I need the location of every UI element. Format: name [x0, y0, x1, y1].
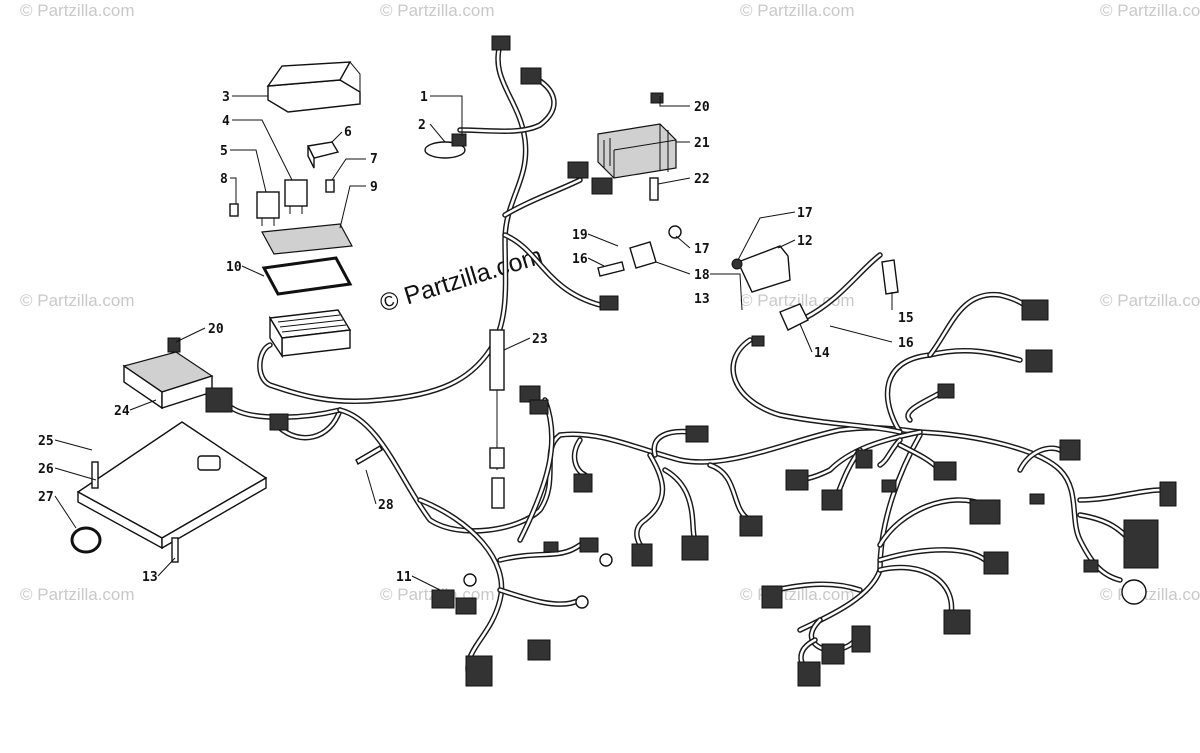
terminal-rings [463, 537, 613, 609]
mounting-tray-part-26 [76, 421, 268, 550]
callout-13-right: 13 [694, 292, 710, 307]
callout-26: 26 [38, 462, 54, 477]
callout-25: 25 [38, 434, 54, 449]
fuse-part-7 [325, 179, 335, 193]
callout-12: 12 [797, 234, 813, 249]
callout-5: 5 [220, 144, 228, 159]
watermark-text: © Partzilla.com [1100, 585, 1200, 604]
watermark-text: © Partzilla.com [20, 585, 135, 604]
harness-connectors [269, 299, 1177, 687]
callout-20-left: 20 [208, 322, 224, 337]
callout-24: 24 [114, 404, 130, 419]
watermark-text: © Partzilla.com [1100, 291, 1200, 310]
callout-8: 8 [220, 172, 228, 187]
connector-part-right-of-harness [599, 295, 619, 311]
bracket-part-18 [597, 225, 682, 277]
connector-top-2 [520, 67, 542, 85]
callout-11: 11 [396, 570, 412, 585]
callout-2: 2 [418, 118, 426, 133]
voltage-regulator [567, 123, 677, 195]
bracket-part-12 [731, 245, 791, 293]
callout-15: 15 [898, 311, 914, 326]
cable-tie-part-28 [355, 445, 383, 465]
nut-part-20-top [650, 92, 664, 104]
screw-part-25 [91, 461, 99, 489]
fuse-block-base [268, 309, 352, 359]
bolt-part-13-left [171, 537, 179, 563]
fuse-part-8 [229, 203, 239, 217]
callout-7: 7 [370, 152, 378, 167]
callout-3: 3 [222, 90, 230, 105]
callout-28: 28 [378, 498, 394, 513]
callout-19: 19 [572, 228, 588, 243]
callout-13-left: 13 [142, 570, 158, 585]
switch-part-14 [751, 303, 809, 347]
callout-21: 21 [694, 136, 710, 151]
connector-part-2 [424, 133, 467, 159]
callout-22: 22 [694, 172, 710, 187]
screw-part-22 [649, 177, 659, 201]
watermark-text: © Partzilla.com [740, 1, 855, 20]
callout-27: 27 [38, 490, 54, 505]
callout-4: 4 [222, 114, 230, 129]
clamp-part-27 [70, 526, 102, 554]
relay-part-6 [306, 141, 340, 169]
callout-14: 14 [814, 346, 830, 361]
watermark-text: © Partzilla.com [1100, 1, 1200, 20]
callout-1: 1 [420, 90, 428, 105]
connector-part-11 [431, 589, 551, 687]
callout-9: 9 [370, 180, 378, 195]
watermark-text: © Partzilla.com [20, 291, 135, 310]
fuse-box-cover [266, 61, 361, 113]
callout-17-upper: 17 [797, 206, 813, 221]
callout-10: 10 [226, 260, 242, 275]
fuse-label-sheet [261, 223, 353, 255]
watermark-main: © Partzilla.com [377, 242, 546, 318]
watermark-text: © Partzilla.com [380, 1, 495, 20]
callout-16-left: 16 [572, 252, 588, 267]
callout-20-top: 20 [694, 100, 710, 115]
nut-part-20-left [167, 337, 181, 353]
leader-lines [54, 95, 893, 591]
callout-17-lower: 17 [694, 242, 710, 257]
plug-part-15 [881, 259, 899, 295]
fuse-box-gasket [261, 256, 353, 296]
relay-part-4 [284, 179, 308, 214]
callout-6: 6 [344, 125, 352, 140]
relay-part-5 [256, 191, 280, 226]
callout-23: 23 [532, 332, 548, 347]
ecu-part-24 [122, 351, 233, 413]
sensor-part-23 [489, 329, 505, 509]
callout-16-right: 16 [898, 336, 914, 351]
connector-top-1 [491, 35, 511, 51]
callout-labels: 1 2 3 4 5 6 7 8 9 10 11 12 13 13 14 15 1… [38, 90, 914, 585]
watermark-text: © Partzilla.com [20, 1, 135, 20]
callout-18: 18 [694, 268, 710, 283]
